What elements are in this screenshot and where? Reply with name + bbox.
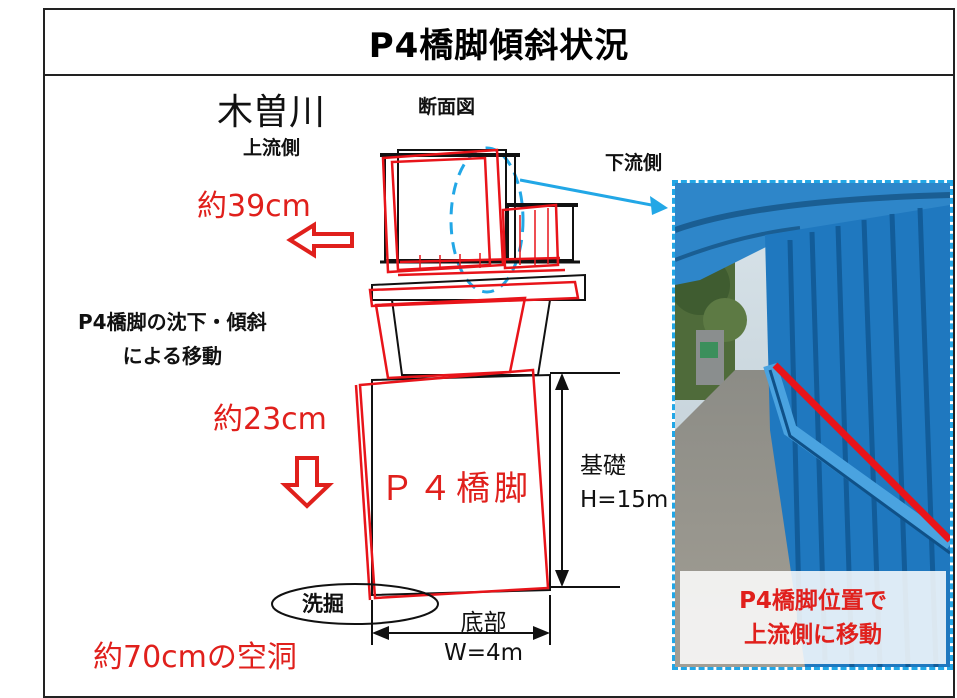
foundation-label: 基礎 H=15m (580, 449, 668, 517)
cross-section-displaced (354, 148, 580, 601)
movement-description-line1: P4橋脚の沈下・傾斜 (78, 310, 267, 334)
photo-caption: P4橋脚位置で 上流側に移動 (680, 571, 946, 664)
photo-caption-line1: P4橋脚位置で (739, 587, 887, 614)
movement-description: P4橋脚の沈下・傾斜 による移動 (78, 305, 267, 373)
horizontal-movement-arrow (286, 221, 354, 259)
red-deck-hatching (419, 208, 549, 270)
callout-arrow (519, 178, 663, 209)
scour-label: 洗掘 (302, 592, 344, 616)
photo-frame (672, 180, 953, 670)
height-dimension (550, 372, 620, 588)
foundation-height: H=15m (580, 487, 669, 513)
downstream-label: 下流側 (605, 152, 663, 174)
photo-caption-line2: 上流側に移動 (744, 621, 882, 648)
foundation-label-line1: 基礎 (580, 453, 626, 479)
horizontal-movement-value: 約39cm (197, 189, 311, 224)
cavity-label: 約70cmの空洞 (93, 640, 297, 675)
scour-ellipse (271, 583, 439, 625)
width-dimension (371, 595, 551, 645)
base-label: 底部 W=4m (444, 608, 523, 668)
movement-description-line2: による移動 (122, 344, 222, 368)
base-label-line1: 底部 (460, 610, 507, 636)
cross-section-label: 断面図 (418, 96, 476, 118)
base-width: W=4m (444, 640, 524, 666)
callout-ellipse (449, 146, 525, 294)
page-title: P4橋脚傾斜状況 (45, 10, 953, 76)
river-name-label: 木曽川 (217, 92, 326, 133)
upstream-label: 上流側 (243, 137, 301, 159)
vertical-movement-value: 約23cm (213, 402, 327, 437)
pier-label: Ｐ４橋脚 (380, 469, 532, 509)
vertical-movement-arrow (280, 456, 334, 509)
